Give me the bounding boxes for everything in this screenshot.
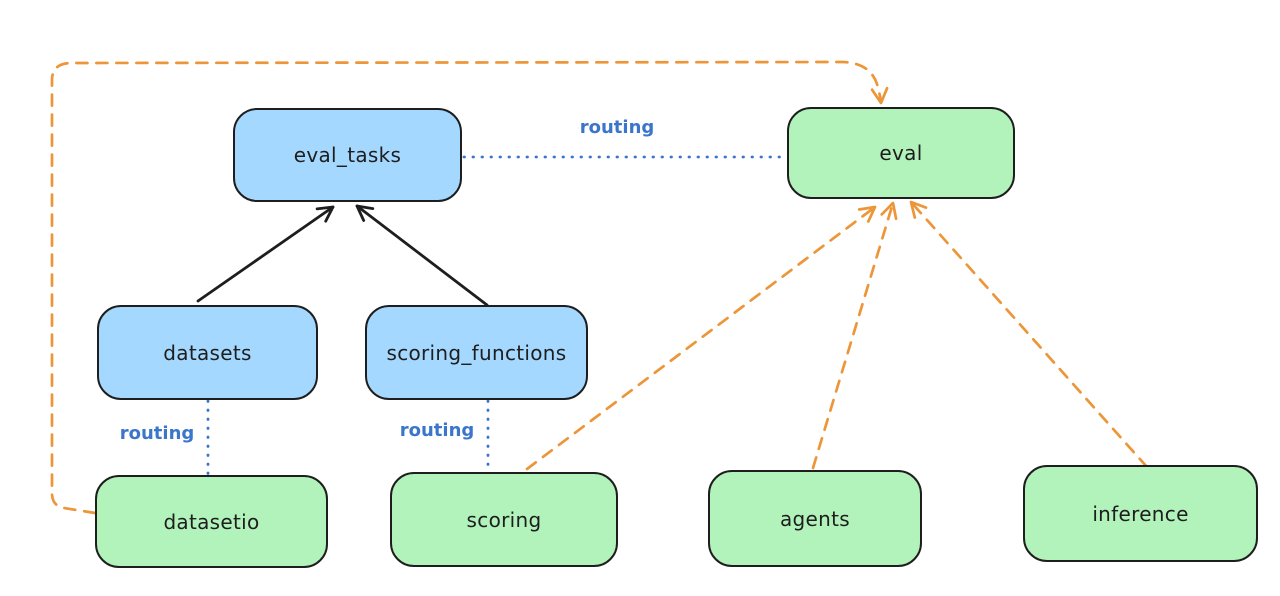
arrowhead-datasetio-to-eval-loop — [870, 86, 889, 105]
node-datasetio: datasetio — [95, 475, 328, 568]
edge-scoring-to-eval — [525, 205, 877, 471]
edge-scoringfunctions-to-evaltasks — [355, 204, 489, 307]
arrowhead-scoring-to-eval — [857, 205, 877, 223]
edge-label-routing-scoringfunctions-scoring: routing — [399, 420, 475, 441]
arrowhead-scoringfunctions-to-evaltasks — [355, 204, 375, 222]
node-eval-label: eval — [879, 141, 923, 165]
edge-label-routing-evaltasks-eval: routing — [579, 117, 655, 138]
node-scoring-functions-label: scoring_functions — [386, 340, 567, 365]
node-inference-label: inference — [1092, 501, 1189, 526]
arrowhead-datasets-to-evaltasks — [315, 205, 335, 223]
edge-agents-to-eval — [811, 201, 895, 470]
arrowhead-inference-to-eval — [909, 200, 928, 219]
node-eval: eval — [787, 107, 1015, 199]
edge-datasetio-to-eval-loop — [50, 60, 883, 515]
node-scoring-label: scoring — [466, 507, 542, 532]
node-inference: inference — [1023, 465, 1258, 562]
node-scoring-functions: scoring_functions — [365, 305, 588, 400]
node-agents: agents — [708, 470, 922, 567]
edge-inference-to-eval — [909, 200, 1149, 469]
node-datasets: datasets — [97, 305, 318, 400]
node-eval-tasks-label: eval_tasks — [293, 143, 402, 167]
node-datasets-label: datasets — [163, 340, 252, 365]
node-scoring: scoring — [390, 472, 618, 567]
edge-label-routing-datasets-datasetio: routing — [119, 423, 195, 444]
node-eval-tasks: eval_tasks — [233, 108, 462, 202]
edge-datasets-to-evaltasks — [196, 205, 335, 303]
node-agents-label: agents — [780, 506, 850, 531]
arrowhead-agents-to-eval — [880, 201, 898, 221]
node-datasetio-label: datasetio — [163, 509, 260, 534]
